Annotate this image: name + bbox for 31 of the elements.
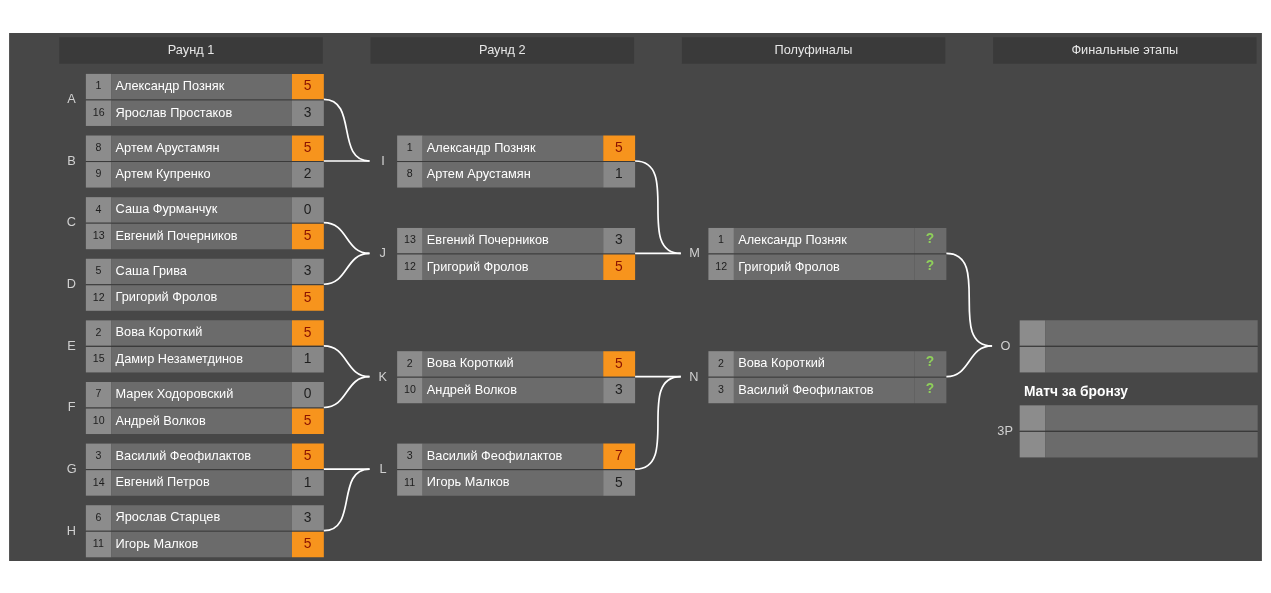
node-label: A xyxy=(67,90,76,106)
node-label: D xyxy=(66,275,76,291)
connector xyxy=(322,467,371,532)
node-label: I xyxy=(381,152,385,168)
node-label: F xyxy=(67,398,76,414)
node-label: C xyxy=(66,213,76,229)
node-label: E xyxy=(67,337,76,353)
label: Раунд 1 xyxy=(167,41,215,57)
node-label: L xyxy=(379,460,387,476)
node-label: G xyxy=(66,460,77,476)
connector xyxy=(634,159,682,254)
node-label: B xyxy=(67,152,76,168)
connector xyxy=(945,344,993,378)
node-label: 3P xyxy=(997,422,1013,438)
label: Раунд 2 xyxy=(479,41,526,57)
node-label: J xyxy=(379,244,386,260)
node-label: N xyxy=(689,368,699,383)
connector xyxy=(322,252,371,285)
node-label: H xyxy=(66,522,76,538)
node-label: K xyxy=(378,368,388,383)
node-label: Матч за бронзу xyxy=(1023,382,1128,399)
label: Полуфиналы xyxy=(774,41,853,57)
node-label: O xyxy=(1000,337,1011,353)
connector xyxy=(322,159,371,162)
node-label: M xyxy=(689,244,700,260)
connector xyxy=(634,375,682,470)
label: Финальные этапы xyxy=(1071,41,1179,57)
connector xyxy=(322,375,371,408)
connector xyxy=(322,221,371,254)
connector xyxy=(634,252,682,254)
connector xyxy=(322,98,371,162)
